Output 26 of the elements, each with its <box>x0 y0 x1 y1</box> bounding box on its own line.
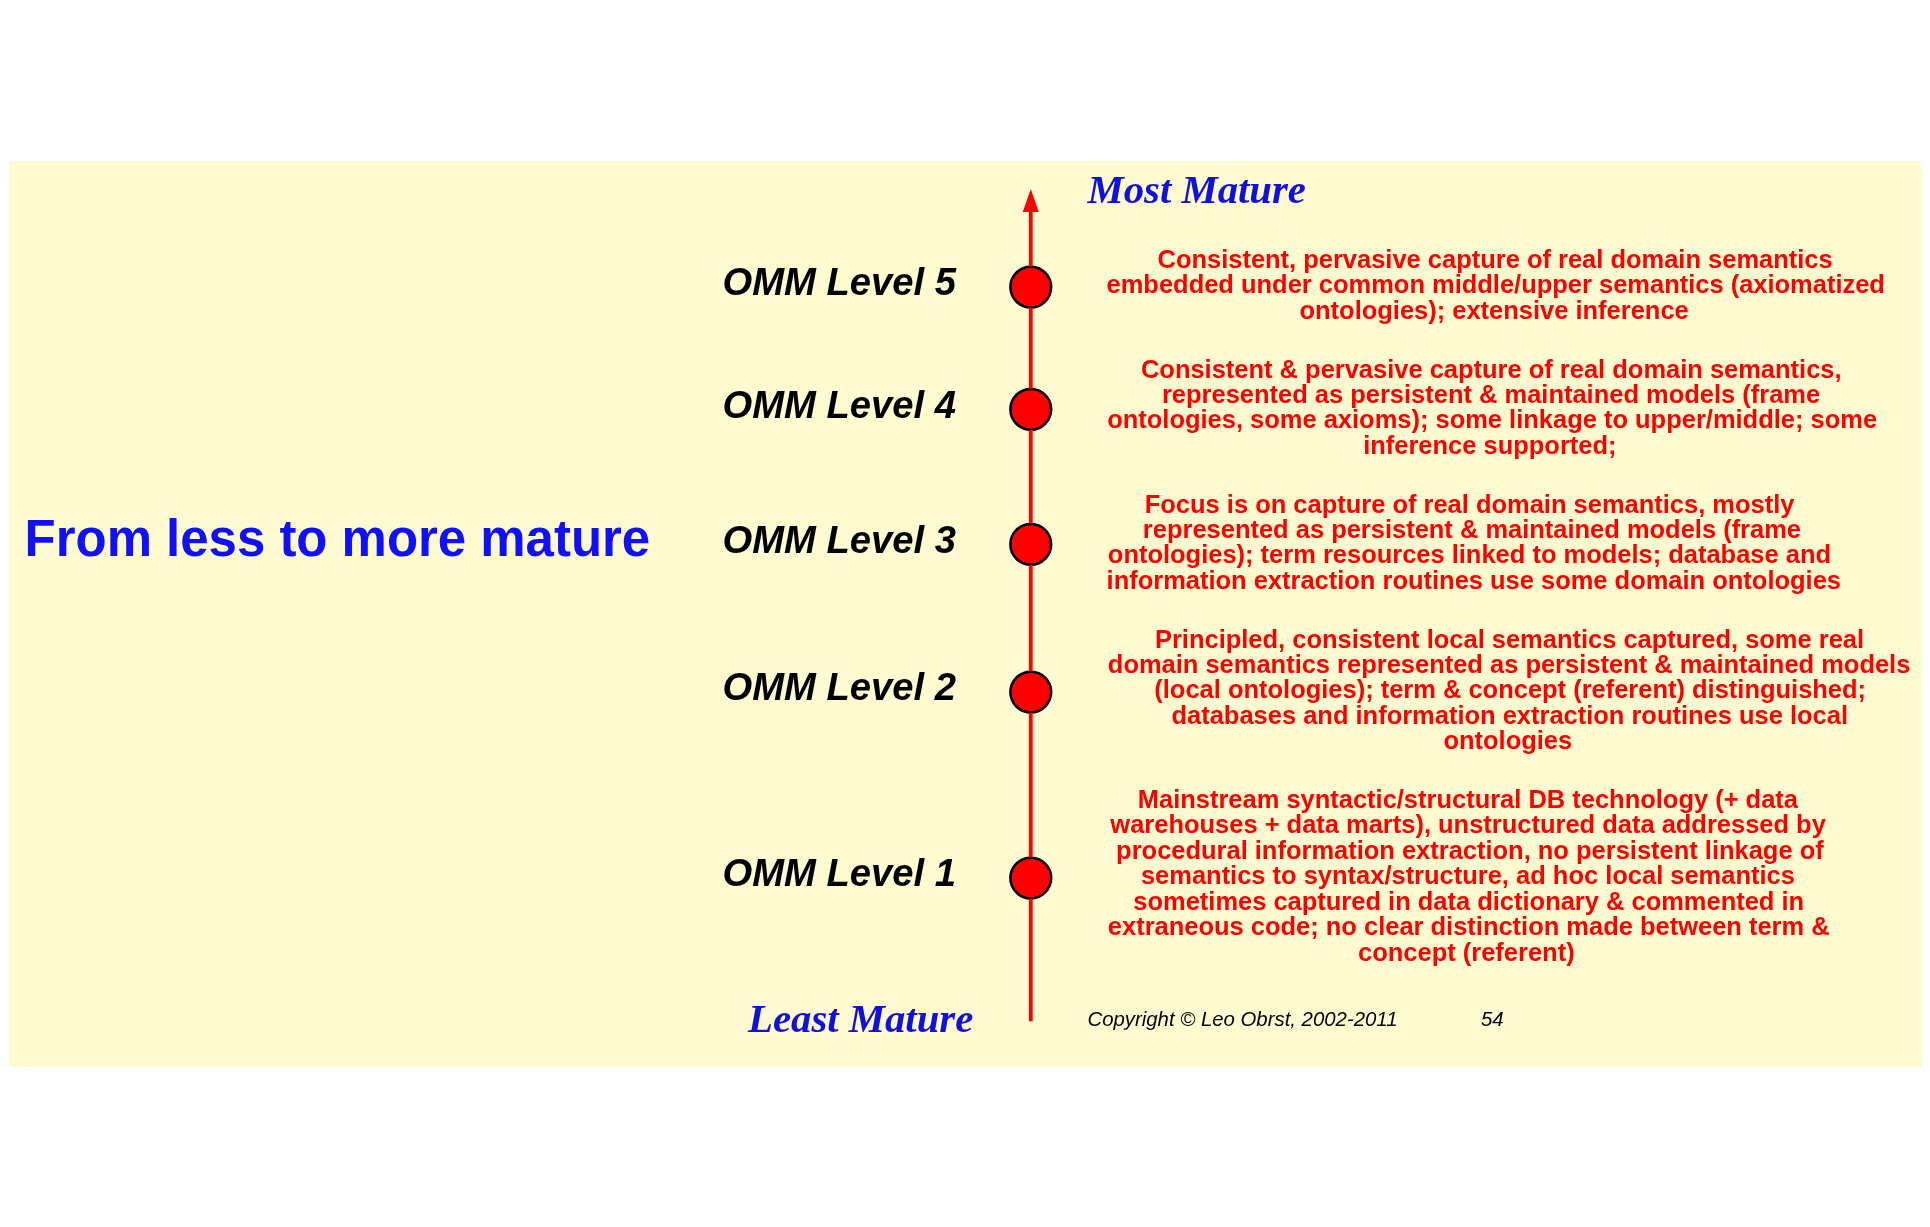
node-label: Principled, consistent local semantics captured, some real domain semantics represented as persistent & maintained models (local ontologies); term & concept (referent) distinguished; databases and information extraction routines use local ontologies <box>1107 624 1910 754</box>
node-label: OMM Level 5 <box>722 259 956 303</box>
connector <box>1028 898 1033 1021</box>
node-circle <box>1008 264 1052 309</box>
label: Most Mature <box>1086 166 1306 212</box>
label: Least Mature <box>747 995 973 1041</box>
connector <box>1028 307 1033 389</box>
node-label: Focus is on capture of real domain semantics, mostly represented as persistent & maintained models (frame ontologies); term resources linked to models; database and information extraction routines use some domain ontologies <box>1106 489 1841 594</box>
connector <box>1028 429 1033 524</box>
label: 54 <box>1480 1007 1504 1030</box>
node-circle <box>1008 855 1052 900</box>
connector <box>1028 564 1033 671</box>
node-circle <box>1008 387 1052 431</box>
node-label: OMM Level 4 <box>722 382 956 426</box>
node-label: OMM Level 1 <box>722 850 956 894</box>
node-label: Consistent, pervasive capture of real domain semantics embedded under common middle/upper semantics (axiomatized ontologies); extensive inference <box>1106 244 1885 324</box>
node-circle <box>1008 522 1052 566</box>
label: Copyright © Leo Obrst, 2002-2011 <box>1086 1007 1397 1030</box>
node-label: Mainstream syntactic/structural DB technology (+ data warehouses + data marts), unstructured data addressed by procedural information extraction, no persistent linkage of semantics to syntax/structure, ad hoc local semantics sometimes captured in data dictionary & commented in extraneous code; no clear distinction made between term & concept (referent) <box>1107 784 1830 966</box>
node-circle <box>1008 669 1052 714</box>
node-label: Consistent & pervasive capture of real domain semantics, represented as persistent & maintained models (frame ontologies, some axioms); some linkage to upper/middle; some inference supported; <box>1106 354 1877 459</box>
arrow <box>1022 188 1039 266</box>
connector <box>1028 712 1033 857</box>
label: From less to more mature <box>24 509 650 567</box>
node-label: OMM Level 2 <box>722 664 956 708</box>
node-label: OMM Level 3 <box>722 517 956 561</box>
